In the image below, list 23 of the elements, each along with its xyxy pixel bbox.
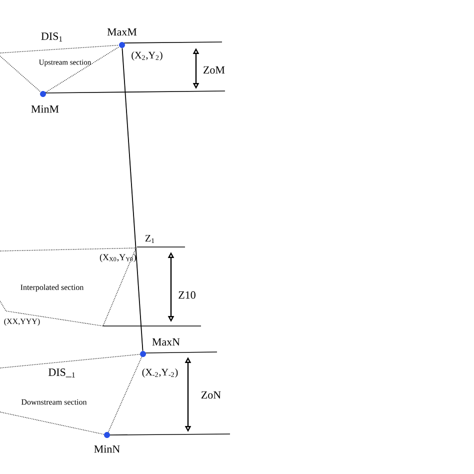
connector-line (122, 48, 144, 352)
connector-line (0, 56, 41, 92)
section-label: Interpolated section (20, 284, 84, 292)
section-label: Downstream section (21, 399, 87, 405)
distance-label: DIS_$_{1}$ (48, 368, 75, 378)
connector-line (0, 354, 140, 368)
coordinate-label: (X$_{2}$,Y$_{2}$) (132, 51, 162, 61)
coordinate-label: (X$_{X0}$,Y$_{Y0}$) (100, 254, 136, 262)
point-label: MaxM (107, 28, 137, 36)
point-label: MinN (94, 445, 120, 453)
dimension-label: Z10 (178, 291, 196, 299)
dimension-label: ZoM (204, 66, 225, 74)
connector-line (0, 412, 104, 435)
connector-line (0, 44, 120, 54)
point-label: MaxN (152, 338, 180, 346)
coordinate-label: (XX,YYY) (4, 318, 40, 326)
dimension-label: ZoN (201, 391, 221, 399)
point-label: MinM (31, 105, 59, 113)
connector-line (45, 46, 120, 93)
coordinate-label: (X$_{-2}$,Y$_{-2}$) (142, 368, 178, 378)
distance-label: DIS$_{1}$ (41, 32, 62, 42)
level-label: Z$_{1}$ (145, 234, 154, 244)
connector-line (108, 356, 142, 432)
